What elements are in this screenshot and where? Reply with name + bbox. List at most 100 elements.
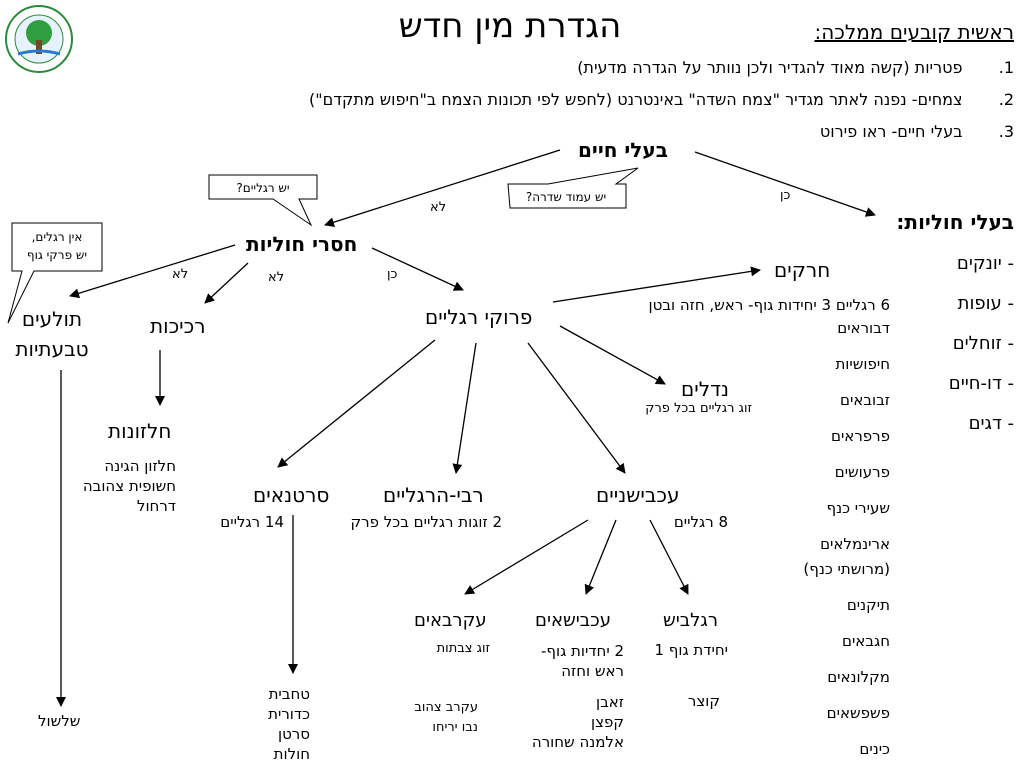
insect-order-item: שעירי כנף — [826, 499, 891, 517]
vertebrate-class-item: - דו-חיים — [948, 373, 1014, 394]
instruction-text: צמחים- נפנה לאתר מגדיר "צמח השדה" באינטר… — [309, 90, 963, 109]
node-snails: חלזונות — [108, 419, 172, 443]
edge-invertebrates-arthropods — [371, 247, 464, 291]
edge-invertebrates-molluscs — [204, 262, 249, 304]
snails-example: דרחול — [136, 497, 176, 515]
harvestmen-description: יחידת גוף 1 — [654, 641, 728, 659]
node-worms-line2: טבעתיות — [15, 337, 89, 361]
crustaceans-example: חולות — [273, 745, 310, 763]
spiders-example: קפצן — [591, 713, 624, 731]
edge-animals-vertebrates — [694, 151, 876, 217]
scorpions-example: נבו יריחו — [432, 720, 478, 735]
insect-order-item: כינים — [859, 740, 890, 758]
myriapods-description: זוג רגליים בכל פרק — [645, 401, 752, 416]
edge-arthropods-crustaceans — [277, 339, 436, 468]
node-animals: בעלי חיים — [578, 138, 668, 162]
kingdom-heading: ראשית קובעים ממלכה: — [814, 20, 1014, 44]
node-myriapods: נדלים — [681, 377, 730, 401]
node-molluscs: רכיכות — [150, 314, 206, 338]
callout-backbone-text: יש עמוד שדרה? — [525, 190, 607, 204]
insect-order-item: פרפראים — [830, 427, 890, 445]
insect-order-item: פרעושים — [834, 463, 890, 481]
edge-arthropods-millipedes — [452, 342, 477, 474]
instructions-list: 1. פטריות (קשה מאוד להגדיר ולכן נוותר על… — [4, 54, 1014, 141]
insect-order-item: זבובאים — [840, 391, 890, 409]
spiders-example: אלמנה שחורה — [531, 733, 624, 751]
node-arachnids: עכבישניים — [596, 483, 680, 507]
instruction-item: 2. צמחים- נפנה לאתר מגדיר "צמח השדה" באי… — [309, 86, 1014, 113]
instruction-number: 2. — [998, 90, 1014, 109]
edge-arthropods-arachnids — [527, 342, 626, 474]
callout-nolegs-bubble — [7, 222, 103, 324]
callout-nolegs-line2: יש פרקי גוף — [26, 248, 88, 262]
edge-arthropods-myriapods — [559, 325, 666, 385]
edge-invertebrates-worms — [69, 244, 236, 299]
instruction-text: פטריות (קשה מאוד להגדיר ולכן נוותר על הג… — [577, 58, 963, 77]
callout-legs-bubble — [208, 174, 318, 227]
vertebrate-class-item: - דגים — [968, 413, 1014, 434]
insect-order-item: ארינמלאים — [820, 535, 890, 553]
vertebrate-class-item: - עופות — [957, 293, 1014, 314]
harvestmen-example: קוצר — [687, 692, 720, 710]
instruction-item: 3. בעלי חיים- ראו פירוט — [820, 118, 1014, 145]
edge-arachnids-harvestmen — [649, 519, 689, 595]
crustaceans-example: סרטן — [277, 725, 310, 743]
instruction-item: 1. פטריות (קשה מאוד להגדיר ולכן נוותר על… — [577, 54, 1014, 81]
scorpions-description: זוג צבתות — [436, 641, 490, 656]
node-harvestmen: רגלביש — [663, 610, 718, 631]
insect-order-item: פשפשאים — [826, 704, 890, 722]
arachnids-description: 8 רגליים — [673, 513, 728, 531]
worms-example: שלשול — [38, 712, 81, 730]
instruction-text: בעלי חיים- ראו פירוט — [819, 122, 963, 141]
insect-order-item: תיקנים — [846, 596, 890, 614]
edge-arthropods-insects — [552, 266, 761, 303]
scorpions-example: עקרב צהוב — [414, 700, 478, 715]
node-crustaceans: סרטנאים — [253, 483, 330, 507]
node-insects: חרקים — [774, 258, 831, 282]
insect-order-item: דבוראים — [837, 319, 890, 337]
spiders-description-line: 2 יחדיות גוף- — [540, 642, 624, 660]
vertebrate-class-item: - זוחלים — [952, 333, 1014, 354]
vertebrate-class-item: - יונקים — [956, 253, 1014, 274]
edge-arachnids-spiders — [584, 519, 617, 595]
instruction-number: 3. — [998, 122, 1014, 141]
millipedes-description: 2 זוגות רגליים בכל פרק — [350, 513, 502, 531]
edge-label-no: לא — [172, 267, 189, 282]
node-arthropods: פרוקי רגליים — [425, 305, 533, 329]
scorpions-examples: עקרב צהוב נבו יריחו — [414, 698, 478, 738]
spiders-example: זאבן — [596, 693, 624, 711]
spiders-examples: זאבן קפצן אלמנה שחורה — [532, 692, 624, 752]
insect-order-item: מקלונאים — [827, 668, 890, 686]
snails-example: חשופית צהובה — [82, 477, 176, 495]
node-invertebrates: חסרי חוליות — [246, 232, 358, 256]
spiders-description: 2 יחדיות גוף- ראש וחזה — [541, 641, 624, 681]
node-worms-line1: תולעים — [21, 307, 83, 331]
instruction-number: 1. — [998, 58, 1014, 77]
insects-description: 6 רגליים 3 יחידות גוף- ראש, חזה ובטן — [648, 296, 890, 314]
edge-label-yes: כן — [780, 188, 791, 203]
crustaceans-example: כדורית — [268, 705, 310, 723]
snails-example: חלזון הגינה — [104, 457, 176, 475]
edge-label-yes: כן — [387, 267, 398, 282]
callout-backbone-bubble — [507, 167, 639, 209]
edge-animals-invertebrates — [324, 149, 561, 228]
vertebrates-heading: בעלי חוליות: — [896, 210, 1014, 234]
insect-order-item: (מרושתי כנף) — [803, 560, 890, 578]
node-scorpions: עקרבאים — [414, 610, 487, 631]
insect-order-item: חגבאים — [842, 632, 890, 650]
edge-label-no: לא — [268, 270, 285, 285]
node-spiders: עכבישאים — [535, 610, 611, 631]
page-title: הגדרת מין חדש — [398, 6, 622, 46]
crustaceans-description: 14 רגליים — [220, 513, 284, 531]
callout-nolegs-line1: אין רגלים, — [31, 230, 83, 244]
node-millipedes: רבי-הרגליים — [383, 483, 484, 507]
environment-logo — [4, 4, 74, 74]
crustaceans-examples: טחבית כדורית סרטן חולות — [268, 684, 310, 764]
edge-label-no: לא — [430, 200, 447, 215]
crustaceans-example: טחבית — [268, 685, 310, 703]
callout-legs-text: יש רגליים? — [236, 181, 290, 195]
edge-arachnids-scorpions — [464, 519, 589, 595]
insect-order-item: חיפושיות — [835, 355, 890, 373]
spiders-description-line: ראש וחזה — [561, 662, 624, 680]
